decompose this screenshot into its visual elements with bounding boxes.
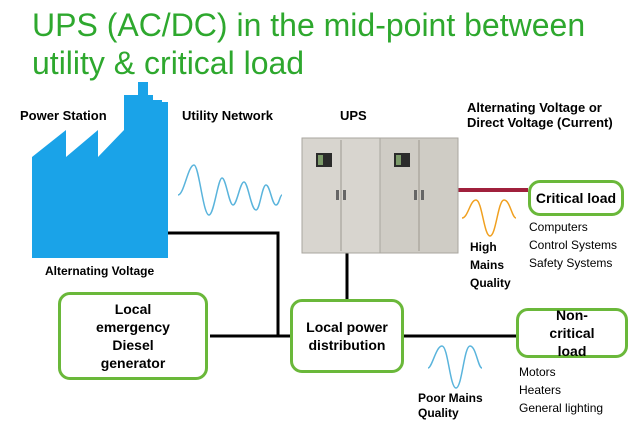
list-item: Control Systems bbox=[529, 238, 618, 252]
critical-load-label: Critical load bbox=[535, 190, 617, 206]
list-item: Heaters bbox=[519, 383, 562, 397]
wiring bbox=[168, 231, 516, 338]
chimney-icons bbox=[138, 82, 162, 162]
power-station-label: Power Station bbox=[20, 108, 107, 123]
non-critical-load-label: Non-critical load bbox=[549, 307, 595, 359]
page-title: UPS (AC/DC) in the mid-point between uti… bbox=[32, 7, 586, 81]
non-critical-load-box: Non-critical load bbox=[516, 307, 628, 359]
list-item: Safety Systems bbox=[529, 256, 613, 270]
poor-quality-wave-icon bbox=[427, 345, 483, 389]
alternating-voltage-label: Alternating Voltage bbox=[45, 264, 155, 278]
list-item: Motors bbox=[519, 365, 556, 379]
high-mains-quality-label: High Mains Quality bbox=[470, 240, 511, 290]
high-quality-wave-icon bbox=[461, 199, 517, 237]
diesel-generator-label: Local emergency Diesel generator bbox=[96, 301, 170, 371]
wire-station-to-junction bbox=[168, 231, 280, 336]
list-item: General lighting bbox=[519, 401, 604, 415]
utility-network-label: Utility Network bbox=[182, 108, 274, 123]
diesel-generator-box: Local emergency Diesel generator bbox=[58, 292, 208, 380]
ups-label: UPS bbox=[340, 108, 367, 123]
power-distribution-label: Local power distribution bbox=[306, 319, 388, 353]
non-critical-load-list: Motors Heaters General lighting bbox=[519, 363, 603, 417]
power-distribution-box: Local power distribution bbox=[290, 299, 404, 373]
ups-unit-icon bbox=[301, 137, 459, 254]
critical-load-box: Critical load bbox=[528, 180, 624, 216]
power-station-icon bbox=[32, 82, 168, 258]
critical-load-list: Computers Control Systems Safety Systems bbox=[529, 218, 617, 272]
utility-wave-icon bbox=[177, 164, 283, 216]
list-item: Computers bbox=[529, 220, 588, 234]
alt-or-direct-label: Alternating Voltage or Direct Voltage (C… bbox=[467, 100, 613, 130]
poor-mains-quality-label: Poor Mains Quality bbox=[418, 391, 483, 420]
